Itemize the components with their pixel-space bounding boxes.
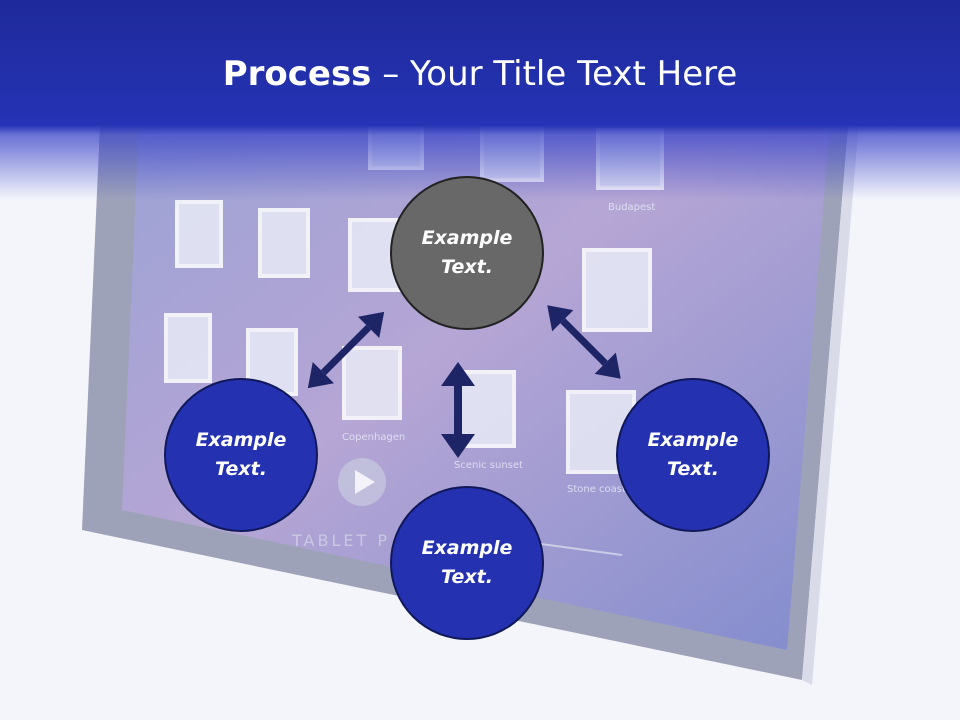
process-node-bottom: Example Text. <box>390 486 544 640</box>
tablet-label: Budapest <box>608 202 655 213</box>
process-node-left: Example Text. <box>164 378 318 532</box>
tablet-logo: TABLET P <box>291 531 390 550</box>
slide-title: Process – Your Title Text Here <box>0 52 960 96</box>
process-node-bottom-label: Example Text. <box>421 537 513 588</box>
double-arrow-top-left <box>307 311 385 389</box>
tablet-label: Scenic sunset <box>454 460 523 471</box>
process-node-top: Example Text. <box>390 176 544 330</box>
process-node-right-label: Example Text. <box>647 429 739 480</box>
slide-title-bold: Process <box>222 54 372 94</box>
process-node-right: Example Text. <box>616 378 770 532</box>
slide-title-rest: – Your Title Text Here <box>371 54 738 94</box>
tablet-label: Copenhagen <box>342 432 405 443</box>
process-node-left-label: Example Text. <box>195 429 287 480</box>
tablet-label: Stone coast <box>567 484 626 495</box>
double-arrow-vertical <box>441 362 475 458</box>
process-node-top-label: Example Text. <box>421 227 513 278</box>
header-band <box>0 0 960 200</box>
double-arrow-top-right <box>547 305 621 379</box>
